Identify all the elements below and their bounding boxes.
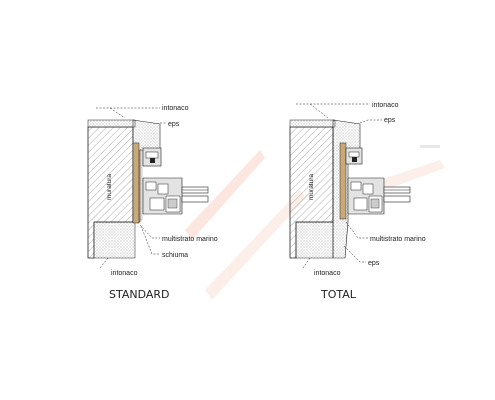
diagram-standard: intonaco eps multistrato marino schiuma … [87,105,218,301]
label-eps-bottom: eps [368,260,380,267]
plaster-bottom [93,221,136,259]
shutter-guide [142,147,162,167]
label-wall: muratura [106,174,113,200]
foam-strip [138,149,143,221]
label-plaster-bottom: intonaco [111,270,138,277]
marine-plywood [339,142,347,220]
plaster-top [87,119,136,128]
shutter-guide [345,147,363,165]
glazing [181,186,209,203]
marine-plywood [132,142,140,224]
label-plywood: multistrato marino [162,236,218,243]
diagram-total: intonaco eps multistrato marino eps into… [289,102,426,301]
label-plywood: multistrato marino [370,236,426,243]
title-standard: STANDARD [109,288,170,301]
label-plaster-bottom: intonaco [314,270,341,277]
leader-lines [296,103,382,269]
label-foam: schiuma [162,252,188,259]
window-frame [347,177,385,215]
glazing [383,186,411,203]
background-watermark [185,145,445,300]
leader-lines [96,107,166,269]
plaster-top [289,119,336,128]
label-eps: eps [168,121,180,128]
label-eps-top: eps [384,117,396,124]
label-wall: muratura [308,174,315,200]
plaster-bottom [295,221,334,259]
label-plaster-top: intonaco [162,105,189,112]
title-total: TOTAL [320,288,357,301]
window-frame [142,177,183,215]
label-plaster-top: intonaco [372,102,399,109]
